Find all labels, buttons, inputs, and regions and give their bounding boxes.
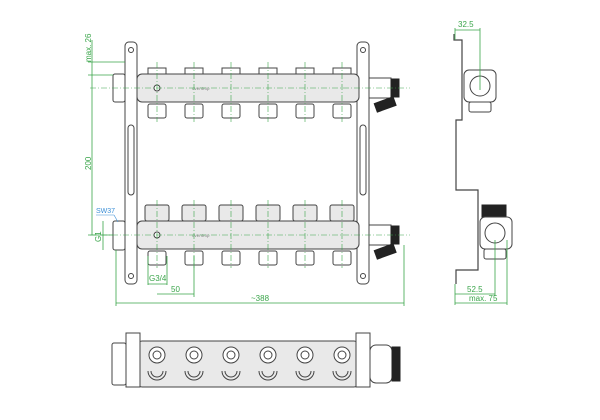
outlet-6 [329, 62, 355, 268]
bottom-view-outlet-5 [295, 346, 315, 381]
outlet-4 [255, 62, 281, 268]
bottom-view-outlet-3 [221, 346, 241, 381]
dim-g1: G1 [94, 231, 103, 242]
bottom-view-outlet-2 [184, 346, 204, 381]
outlet-3 [218, 62, 244, 268]
bottom-view-outlet-1 [147, 346, 167, 381]
bottom-view-outlet-6 [332, 346, 352, 381]
dim-max-26: max. 26 [84, 33, 93, 62]
dim-388: ~388 [251, 294, 270, 303]
dim-50: 50 [171, 285, 180, 294]
logo-bottom: oventrop [192, 233, 210, 238]
outlet-2 [181, 62, 207, 268]
dim-max-75: max. 75 [469, 294, 498, 303]
dim-g34: G3/4 [149, 274, 167, 283]
union-nut-bottom [112, 220, 126, 251]
side-view: 32.5 52.5 max. 75 [453, 20, 513, 305]
bottom-view [111, 332, 401, 388]
dim-52-5: 52.5 [467, 285, 483, 294]
outlet-1 [144, 62, 170, 268]
dim-sw37: SW37 [96, 208, 115, 215]
outlet-5 [292, 62, 318, 268]
front-view: oventrop oventrop max. 26 200 SW37 G1 [84, 33, 410, 306]
bottom-view-outlet-4 [258, 346, 278, 381]
dim-32-5: 32.5 [458, 20, 474, 29]
logo-top: oventrop [192, 86, 210, 91]
bottom-view-union-nut [111, 342, 127, 386]
side-bracket [453, 34, 479, 284]
dim-200: 200 [84, 156, 93, 170]
